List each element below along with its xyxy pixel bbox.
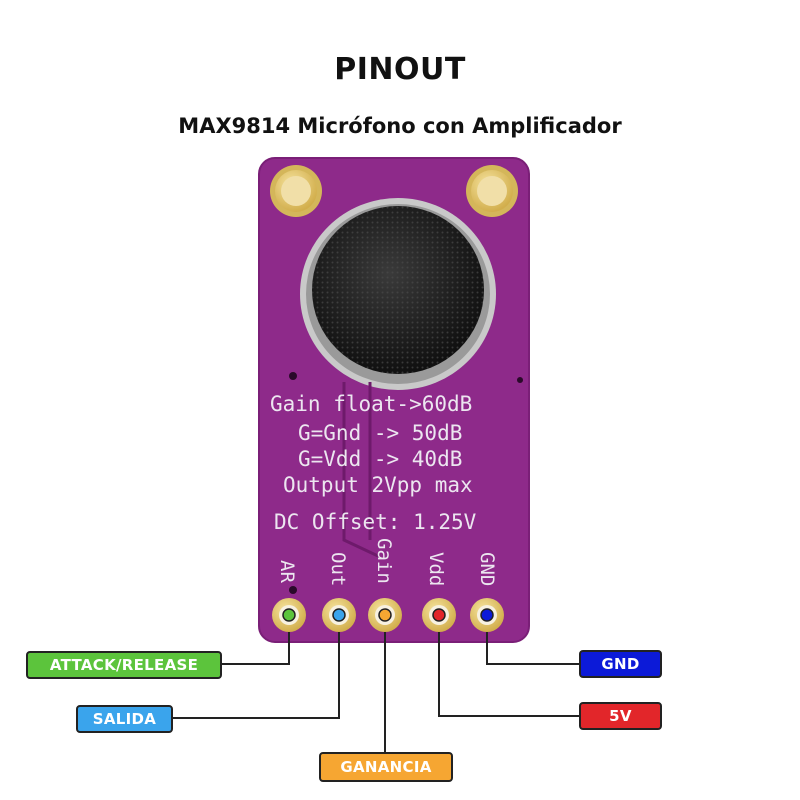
board-text-line-4: Output 2Vpp max: [283, 473, 473, 497]
board-text-line-2: G=Gnd -> 50dB: [298, 421, 462, 445]
label-attack-release: ATTACK/RELEASE: [26, 651, 222, 679]
page-title: PINOUT: [334, 52, 466, 87]
pin-vdd: [422, 598, 456, 632]
microphone-capsule: [300, 198, 496, 390]
connector-line-out: [173, 615, 340, 719]
page-subtitle: MAX9814 Micrófono con Amplificador: [178, 114, 622, 138]
label-gnd: GND: [579, 650, 662, 678]
label-ganancia: GANANCIA: [319, 752, 453, 782]
silk-label-gnd: GND: [476, 552, 498, 586]
silk-label-ar: AR: [276, 560, 298, 583]
board-text-line-1: Gain float->60dB: [270, 392, 472, 416]
pin-ar: [272, 598, 306, 632]
connector-line-vdd: [438, 615, 579, 717]
pin-out: [322, 598, 356, 632]
silk-label-vdd: Vdd: [425, 552, 447, 586]
mounting-hole-left: [270, 165, 322, 217]
silk-label-gain: Gain: [373, 538, 395, 584]
silk-label-out: Out: [327, 552, 349, 586]
label-5v: 5V: [579, 702, 662, 730]
board-text-line-5: DC Offset: 1.25V: [274, 510, 477, 534]
label-salida: SALIDA: [76, 705, 173, 733]
pin-gnd: [470, 598, 504, 632]
mounting-hole-right: [466, 165, 518, 217]
pin-gain: [368, 598, 402, 632]
board-text-line-3: G=Vdd -> 40dB: [298, 447, 462, 471]
